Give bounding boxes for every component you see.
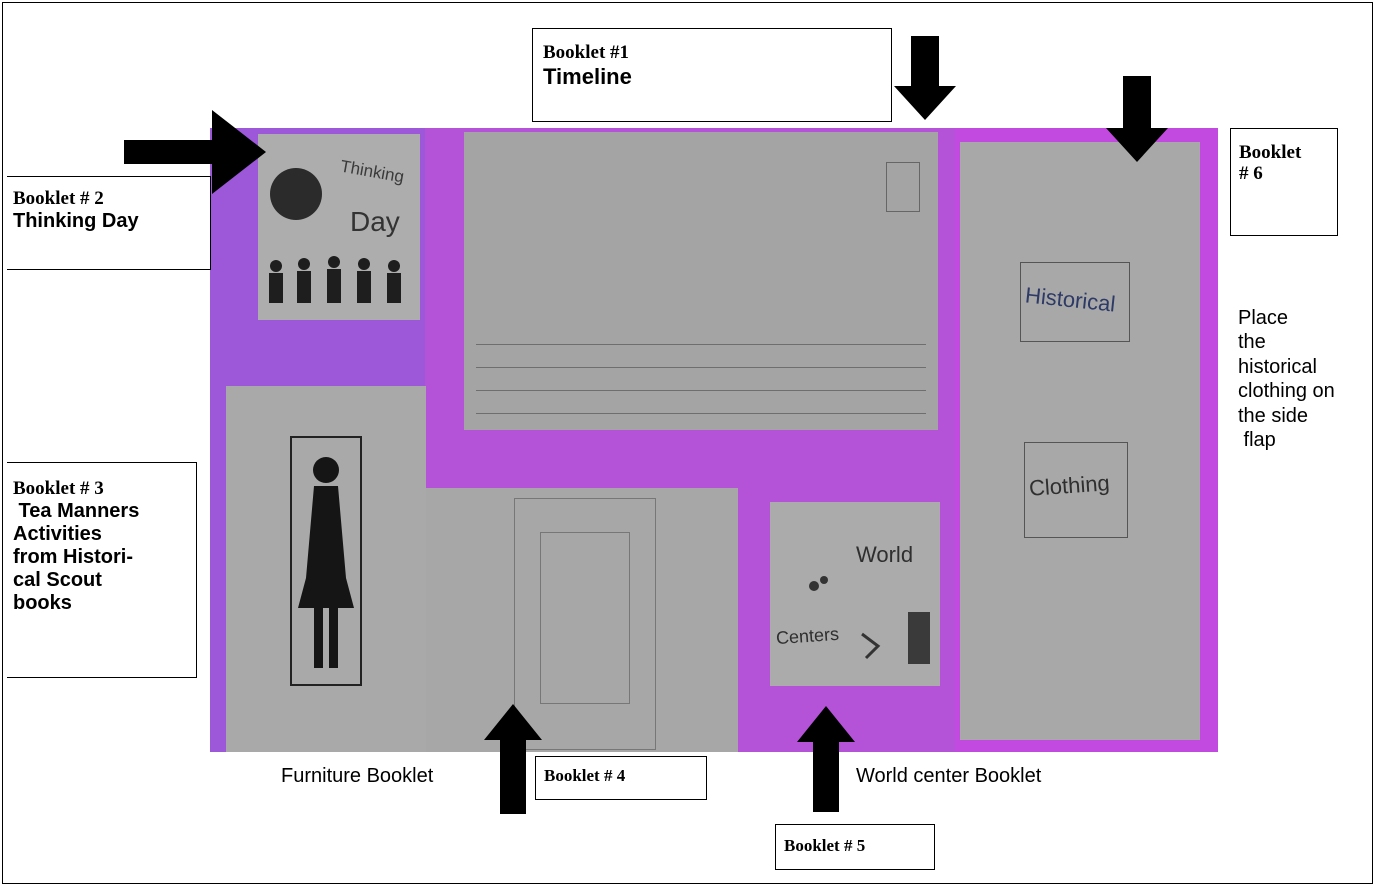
booklet3-line: Tea Manners (13, 499, 140, 522)
tea-manners-panel (226, 386, 426, 752)
day-label: Day (350, 206, 400, 237)
world-center-icons (809, 576, 930, 664)
booklet4-title: Booklet # 4 (544, 766, 626, 785)
world-center-booklet-label: World center Booklet (856, 765, 1042, 787)
booklet2-callout: Booklet # 2 Thinking Day (7, 176, 211, 270)
silhouette-frame (290, 436, 362, 686)
girl-silhouette-icon (298, 457, 354, 668)
booklet3-title: Booklet # 3 (13, 478, 104, 499)
arrow-up-icon (484, 704, 542, 814)
clothing-label: Clothing (1028, 470, 1111, 501)
arrow-up-icon (797, 706, 855, 812)
booklet5-title: Booklet # 5 (784, 836, 866, 855)
thinking-day-panel: Thinking Day (258, 134, 420, 320)
historical-clothing-panel: Historical Clothing (960, 142, 1200, 740)
clothing-box: Clothing (1024, 442, 1128, 538)
furniture-booklet-label: Furniture Booklet (281, 765, 434, 787)
booklet1-callout: Booklet #1 Timeline (532, 28, 892, 122)
booklet1-subtitle: Timeline (543, 63, 632, 89)
booklet6-callout: Booklet # 6 (1230, 128, 1338, 236)
arrow-right-icon (124, 110, 266, 194)
booklet3-line: Activities (13, 522, 102, 545)
thinking-day-graphic (269, 168, 401, 303)
arrow-down-icon (1106, 76, 1168, 162)
historical-label: Historical (1023, 282, 1117, 317)
booklet3-line: from Histori- (13, 545, 133, 568)
booklet3-line: books (13, 591, 72, 614)
world-centers-panel: World Centers (770, 502, 940, 686)
historical-box: Historical (1020, 262, 1130, 342)
furniture-panel (426, 488, 738, 752)
world-label: World (856, 542, 914, 567)
booklet5-callout: Booklet # 5 (775, 824, 935, 870)
booklet6-title: Booklet (1239, 142, 1302, 163)
booklet3-line: cal Scout (13, 568, 102, 591)
booklet2-title: Booklet # 2 (13, 188, 104, 209)
timeline-panel (464, 132, 938, 430)
booklet6-number: # 6 (1239, 162, 1263, 184)
booklet2-subtitle: Thinking Day (13, 209, 139, 232)
arrow-down-icon (894, 36, 956, 120)
lapbook-photo: Thinking Day World Centers (210, 128, 1218, 752)
booklet4-callout: Booklet # 4 (535, 756, 707, 800)
booklet3-callout: Booklet # 3 Tea Manners Activities from … (7, 462, 197, 678)
place-clothing-note: Place the historical clothing on the sid… (1238, 307, 1335, 451)
booklet1-title: Booklet #1 (543, 42, 630, 63)
